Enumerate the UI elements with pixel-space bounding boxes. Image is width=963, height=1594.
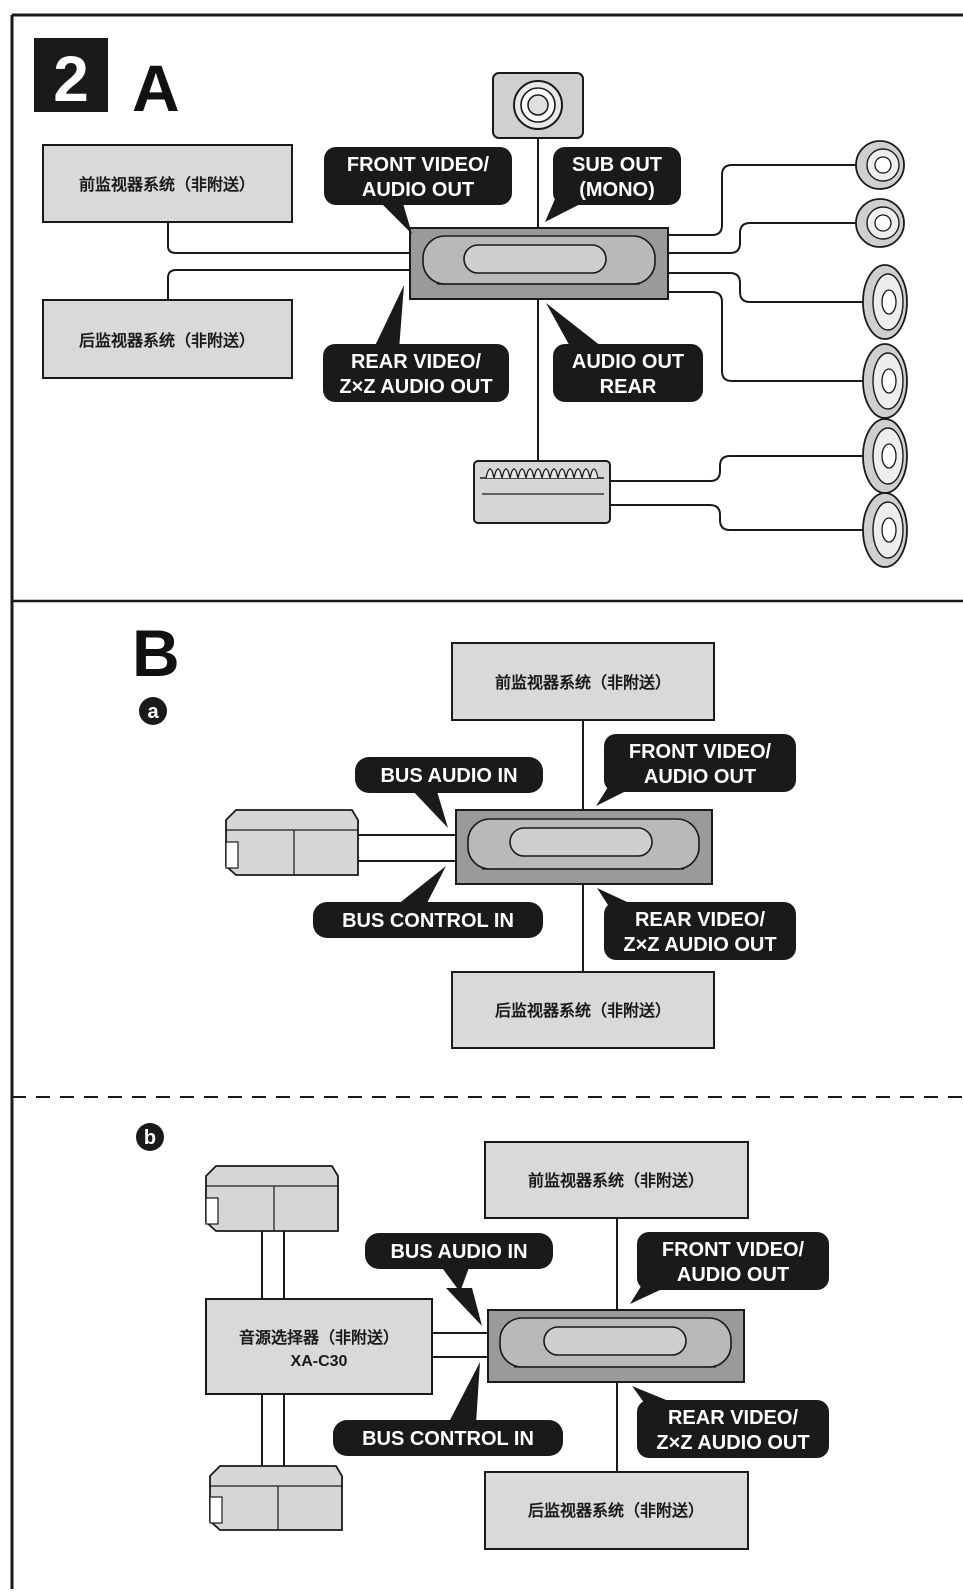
svg-text:SUB OUT: SUB OUT	[572, 154, 662, 176]
callout-bus-audio-in-b: BUS AUDIO IN	[365, 1233, 553, 1326]
amplifier-icon	[473, 460, 611, 524]
tweeter-front-left-icon	[855, 140, 905, 190]
callout-rear-video-audio-out: REAR VIDEO/ Z×Z AUDIO OUT	[323, 285, 509, 402]
svg-text:AUDIO OUT: AUDIO OUT	[362, 179, 474, 201]
svg-text:BUS AUDIO IN: BUS AUDIO IN	[390, 1241, 527, 1263]
svg-text:AUDIO OUT: AUDIO OUT	[572, 351, 684, 373]
section-a-letter: A	[132, 51, 180, 125]
callout-sub-out-mono: SUB OUT (MONO)	[545, 147, 681, 222]
cd-changer-icon	[209, 1465, 343, 1531]
callout-bus-audio-in-a: BUS AUDIO IN	[355, 757, 543, 828]
head-unit-a	[409, 227, 669, 300]
svg-text:Z×Z AUDIO OUT: Z×Z AUDIO OUT	[623, 934, 776, 956]
front-monitor-box-b: 前监视器系统（非附送）	[484, 1141, 749, 1219]
svg-text:REAR VIDEO/: REAR VIDEO/	[635, 909, 765, 931]
tweeter-front-right-icon	[855, 198, 905, 248]
cd-changer-icon	[205, 1165, 339, 1232]
callout-rear-video-audio-out-a: REAR VIDEO/ Z×Z AUDIO OUT	[597, 888, 796, 960]
front-monitor-label: 前监视器系统（非附送）	[79, 175, 255, 194]
front-monitor-box: 前监视器系统（非附送）	[42, 144, 293, 223]
section-b-letter: B	[132, 616, 180, 690]
callout-front-video-audio-out-b: FRONT VIDEO/ AUDIO OUT	[630, 1232, 829, 1304]
svg-text:AUDIO OUT: AUDIO OUT	[677, 1264, 789, 1286]
section-b-a-wires	[358, 720, 584, 972]
svg-text:REAR VIDEO/: REAR VIDEO/	[668, 1407, 798, 1429]
rear-monitor-label: 后监视器系统（非附送）	[79, 331, 255, 350]
callout-audio-out-rear: AUDIO OUT REAR	[546, 303, 703, 402]
svg-text:a: a	[147, 701, 159, 723]
svg-text:BUS CONTROL IN: BUS CONTROL IN	[342, 910, 514, 932]
head-unit-b-a	[455, 809, 713, 885]
svg-text:REAR: REAR	[600, 376, 657, 398]
sub-a-marker: a	[139, 697, 167, 725]
svg-text:FRONT VIDEO/: FRONT VIDEO/	[347, 154, 490, 176]
svg-text:后监视器系统（非附送）: 后监视器系统（非附送）	[528, 1501, 704, 1520]
svg-text:AUDIO OUT: AUDIO OUT	[644, 766, 756, 788]
front-monitor-box-a: 前监视器系统（非附送）	[451, 642, 715, 721]
sub-b-marker: b	[136, 1123, 164, 1151]
callout-front-video-audio-out-a: FRONT VIDEO/ AUDIO OUT	[596, 734, 796, 806]
svg-text:BUS AUDIO IN: BUS AUDIO IN	[380, 765, 517, 787]
section-a-wires	[167, 138, 865, 531]
speaker-icon	[862, 418, 908, 494]
callout-rear-video-audio-out-b: REAR VIDEO/ Z×Z AUDIO OUT	[632, 1386, 829, 1458]
svg-text:(MONO): (MONO)	[579, 179, 655, 201]
svg-text:前监视器系统（非附送）: 前监视器系统（非附送）	[528, 1171, 704, 1190]
svg-text:FRONT VIDEO/: FRONT VIDEO/	[662, 1239, 805, 1261]
svg-text:Z×Z AUDIO OUT: Z×Z AUDIO OUT	[656, 1432, 809, 1454]
subwoofer-icon	[492, 72, 584, 139]
figure-number: 2	[53, 43, 89, 115]
svg-text:BUS CONTROL IN: BUS CONTROL IN	[362, 1428, 534, 1450]
cd-changer-icon	[225, 809, 359, 876]
speaker-icon	[862, 492, 908, 568]
callout-bus-control-in-b: BUS CONTROL IN	[333, 1362, 563, 1456]
source-selector-model: XA-C30	[291, 1353, 348, 1370]
svg-text:后监视器系统（非附送）: 后监视器系统（非附送）	[495, 1001, 671, 1020]
source-selector-box: 音源选择器（非附送） XA-C30	[205, 1298, 433, 1395]
svg-text:REAR VIDEO/: REAR VIDEO/	[351, 351, 481, 373]
source-selector-label: 音源选择器（非附送）	[239, 1328, 399, 1347]
callout-bus-control-in-a: BUS CONTROL IN	[313, 866, 543, 938]
rear-monitor-box-b: 后监视器系统（非附送）	[484, 1471, 749, 1550]
section-b-b-wires	[261, 1218, 618, 1472]
svg-text:Z×Z AUDIO OUT: Z×Z AUDIO OUT	[339, 376, 492, 398]
rear-monitor-box: 后监视器系统（非附送）	[42, 299, 293, 379]
rear-monitor-box-a: 后监视器系统（非附送）	[451, 971, 715, 1049]
speaker-icon	[862, 264, 908, 340]
svg-text:前监视器系统（非附送）: 前监视器系统（非附送）	[495, 673, 671, 692]
figure-number-badge: 2	[34, 38, 108, 115]
callout-front-video-audio-out: FRONT VIDEO/ AUDIO OUT	[324, 147, 512, 234]
head-unit-b-b	[487, 1309, 745, 1383]
svg-text:b: b	[144, 1127, 156, 1149]
speaker-icon	[862, 343, 908, 419]
svg-text:FRONT VIDEO/: FRONT VIDEO/	[629, 741, 772, 763]
